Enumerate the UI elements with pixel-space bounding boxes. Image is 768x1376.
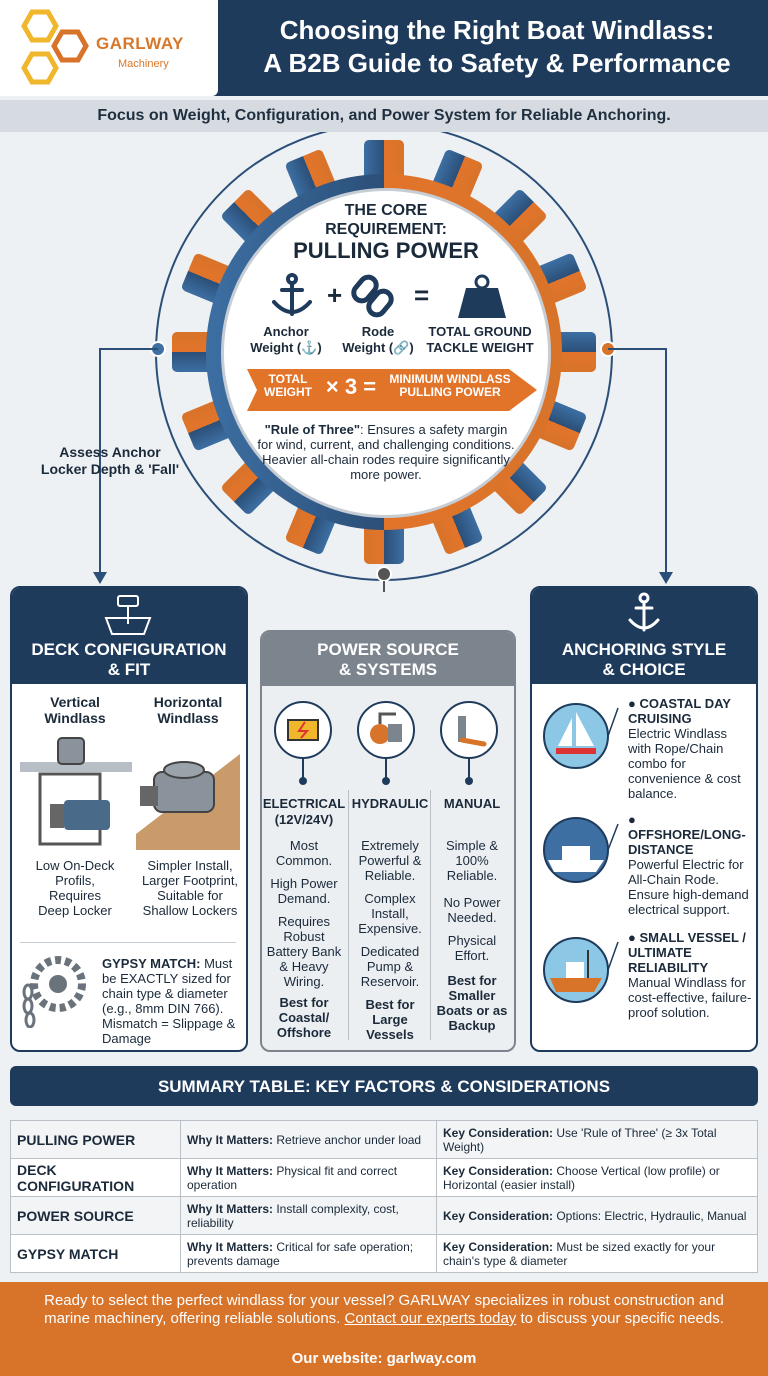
coastal-item: ● COASTAL DAY CRUISING Electric Windlass… <box>628 696 741 801</box>
rule-of-three-arrow <box>247 369 537 411</box>
equation-icons: + = <box>272 273 506 318</box>
offshore-item: ● OFFSHORE/LONG-DISTANCE Powerful Electr… <box>628 812 749 917</box>
brand-sub: Machinery <box>118 58 169 70</box>
title-line-2: A B2B Guide to Safety & Performance <box>263 48 731 78</box>
deck-divider <box>20 942 236 943</box>
weight-icon <box>458 274 506 318</box>
hydraulic-col: HYDRAULIC Extremely Powerful & Reliable.… <box>351 796 429 1042</box>
subtitle: Focus on Weight, Configuration, and Powe… <box>97 107 671 124</box>
sailboat-icon <box>556 712 596 754</box>
fishing-boat-icon <box>550 950 602 992</box>
core-requirement-circle <box>221 188 551 518</box>
vertical-windlass-icon <box>20 737 132 846</box>
deck-icon <box>104 595 152 635</box>
subtitle-bar <box>0 100 768 132</box>
crank-icon <box>458 716 487 747</box>
power-icons <box>274 701 498 785</box>
footer <box>0 1282 768 1376</box>
summary-header <box>10 1066 758 1106</box>
rule-multiplier: × 3 = <box>325 374 377 399</box>
summary-title: SUMMARY TABLE: KEY FACTORS & CONSIDERATI… <box>157 1077 611 1096</box>
yacht-icon <box>548 846 604 872</box>
power-divider-1 <box>348 790 349 1040</box>
svg-text:+: + <box>327 280 342 310</box>
core-pulling-power: PULLING POWER <box>293 238 479 263</box>
logo: GARLWAY Machinery <box>0 0 218 96</box>
power-panel-header: POWER SOURCE& SYSTEMS <box>262 632 514 686</box>
rule-note: "Rule of Three": Ensures a safety margin… <box>257 422 515 482</box>
power-divider-2 <box>430 790 431 1040</box>
gypsy-chain-icon <box>22 956 86 1028</box>
small-vessel-item: ● SMALL VESSEL / ULTIMATE RELIABILITY Ma… <box>628 930 752 1020</box>
electrical-col: ELECTRICAL(12V/24V) Most Common. High Po… <box>262 796 346 1040</box>
manual-col: MANUAL Simple & 100% Reliable. No Power … <box>436 796 508 1033</box>
contact-link[interactable]: Contact our experts today <box>344 1310 517 1327</box>
horizontal-desc: Simpler Install,Larger Footprint,Suitabl… <box>141 858 239 918</box>
anchor-header-icon <box>628 592 660 632</box>
deck-panel-header: DECK CONFIGURATION& FIT <box>12 588 246 684</box>
power-panel: POWER SOURCE& SYSTEMS <box>260 630 516 1052</box>
gypsy-match-note: GYPSY MATCH: Must be EXACTLY sized for c… <box>102 956 236 1046</box>
hexagon-logo-icon <box>21 9 89 85</box>
title-line-1: Choosing the Right Boat Windlass: <box>279 15 715 45</box>
battery-icon <box>287 719 319 741</box>
horizontal-windlass-icon <box>136 754 240 850</box>
svg-text:=: = <box>414 280 429 310</box>
style-icons <box>543 703 619 1003</box>
anchor-icon <box>272 273 312 316</box>
chain-icon <box>351 274 394 318</box>
website-link[interactable]: Our website: garlway.com <box>291 1350 477 1367</box>
pump-icon <box>370 712 402 744</box>
brand-name: GARLWAY <box>96 34 184 53</box>
footer-text: Ready to select the perfect windlass for… <box>44 1292 724 1327</box>
page-title: Choosing the Right Boat Windlass: A B2B … <box>232 14 762 80</box>
